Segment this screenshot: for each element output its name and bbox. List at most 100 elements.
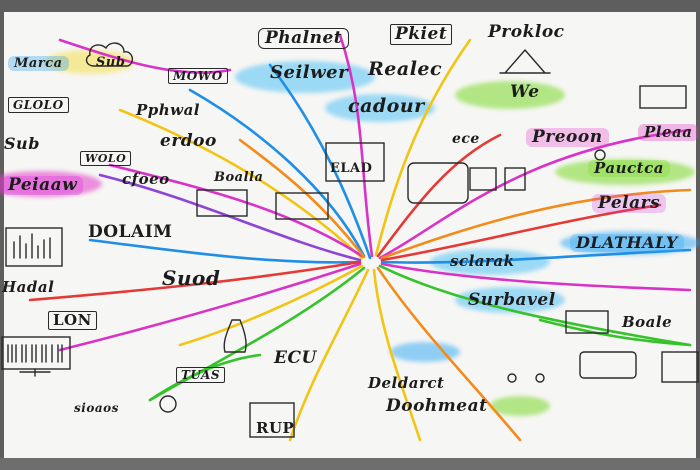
branch-magenta-right bbox=[378, 128, 692, 260]
word-glolo: GLOLO bbox=[8, 97, 69, 113]
branch-yellow-bottom bbox=[372, 268, 422, 442]
word-mowo: MOWO bbox=[168, 68, 228, 84]
branch-red-right bbox=[376, 133, 502, 258]
cloud-green-pauctca bbox=[555, 159, 695, 185]
branch-green-right bbox=[378, 264, 692, 347]
sketch-dot-1 bbox=[594, 149, 606, 161]
branch-blue-top bbox=[268, 63, 372, 260]
sketch-right-box bbox=[407, 162, 469, 204]
branch-yellow-bottom-left bbox=[288, 268, 370, 442]
word-surbavel: Surbavel bbox=[468, 290, 556, 310]
branch-red-right-mid bbox=[380, 203, 662, 262]
branch-orange-bottom bbox=[376, 266, 522, 442]
sketch-bottom-right-box bbox=[579, 351, 637, 379]
word-deldarct: Deldarct bbox=[368, 374, 445, 392]
sketch-cloud bbox=[85, 42, 134, 67]
word-seilwer: Seilwer bbox=[270, 62, 349, 83]
cloud-blue-cadour bbox=[325, 94, 435, 122]
branch-magenta-right-low bbox=[380, 262, 692, 292]
board-tray bbox=[0, 458, 700, 470]
cloud-blue-bottom bbox=[390, 342, 460, 362]
branch-yellow-top bbox=[374, 38, 472, 257]
word-phalnet: Phalnet bbox=[258, 28, 350, 49]
word-realec: Realec bbox=[368, 58, 443, 80]
sketch-right-top-box bbox=[639, 85, 687, 109]
cloud-blue-dlathaly bbox=[560, 231, 700, 255]
marker-branches bbox=[28, 33, 692, 442]
word-cadour: cadour bbox=[348, 95, 425, 117]
sketch-dot-4 bbox=[159, 395, 177, 413]
cloud-blue-surbavel bbox=[455, 287, 565, 313]
cloud-blue-top bbox=[235, 61, 375, 93]
word-pphwal: Pphwal bbox=[136, 101, 201, 119]
word-suod: Suod bbox=[162, 266, 221, 290]
word-we: We bbox=[510, 82, 540, 102]
branch-blue-left-top bbox=[188, 88, 366, 258]
sketch-center-box bbox=[325, 142, 385, 182]
sketch-left-box-2 bbox=[275, 192, 329, 220]
word-boale: Boale bbox=[622, 313, 673, 331]
word-lon: LON bbox=[48, 311, 97, 330]
sketch-dot-3 bbox=[535, 373, 545, 383]
branch-green-far-right bbox=[538, 318, 692, 347]
word-erdoo: erdoo bbox=[160, 131, 217, 151]
word-pauctca: Pauctca bbox=[588, 160, 670, 177]
sketch-small-box-2 bbox=[504, 167, 526, 191]
branch-orange-right bbox=[380, 188, 692, 260]
word-wolo: WOLO bbox=[80, 151, 132, 166]
sketch-chart-bars bbox=[13, 233, 51, 259]
sketch-barcode-lines bbox=[7, 344, 63, 363]
sketch-left-box bbox=[196, 189, 248, 217]
branch-red-left bbox=[28, 260, 362, 302]
word-hadal: Hadal bbox=[2, 278, 55, 296]
sketch-barcode-box bbox=[1, 336, 71, 370]
word-peiaaw: Peiaaw bbox=[2, 176, 84, 195]
cloud-green-bottom bbox=[490, 396, 550, 416]
sketch-small-box-1 bbox=[469, 167, 497, 191]
word-prokloc: Prokloc bbox=[488, 22, 565, 42]
word-marca: Marca bbox=[8, 56, 69, 71]
word-dlathaly: DLATHALY bbox=[570, 234, 684, 252]
branch-blue-left bbox=[88, 238, 362, 264]
sketch-person bbox=[223, 319, 247, 353]
word-pleaa: Pleaa bbox=[638, 124, 699, 141]
word-preoon: Preoon bbox=[526, 128, 609, 147]
branch-yellow-left-low bbox=[178, 264, 364, 347]
sketch-dot-2 bbox=[507, 373, 517, 383]
sketch-mid-box bbox=[565, 310, 609, 334]
branch-yellow-left bbox=[118, 108, 364, 260]
word-rup: RUP bbox=[256, 419, 295, 437]
word-tuas: TUAS bbox=[176, 367, 226, 383]
word-ece: ece bbox=[452, 131, 480, 147]
sketch-bottom-right-box-2 bbox=[661, 351, 699, 383]
word-boalla: Boalla bbox=[214, 170, 264, 185]
branch-magenta-left-low bbox=[58, 262, 362, 352]
sketches bbox=[1, 42, 699, 438]
word-pkiet: Pkiet bbox=[390, 24, 453, 45]
sketch-gear-box bbox=[249, 402, 295, 438]
word-dolaim: DOLAIM bbox=[88, 222, 173, 242]
word-sub-left: Sub bbox=[4, 134, 40, 153]
word-pelars: Pelars bbox=[592, 194, 667, 213]
sketch-chart-box bbox=[5, 227, 63, 267]
sketch-monitor-stand bbox=[19, 368, 51, 377]
branch-magenta-top bbox=[338, 33, 374, 258]
word-sub-top: Sub bbox=[96, 55, 126, 70]
highlighter-clouds bbox=[0, 50, 700, 416]
word-ecu: ECU bbox=[274, 348, 317, 368]
word-cfoeo: cfoeo bbox=[122, 170, 170, 188]
branch-magenta-top-left bbox=[58, 38, 232, 74]
cloud-pink-peiaaw bbox=[0, 171, 102, 197]
word-doohmeat: Doohmeat bbox=[386, 396, 488, 416]
branch-blue-right bbox=[380, 248, 692, 264]
word-sioaos: sioaos bbox=[74, 401, 119, 415]
word-sclarak: sclarak bbox=[450, 252, 515, 270]
word-elad: ELAD bbox=[330, 161, 373, 176]
branch-green-bottom bbox=[148, 353, 262, 402]
cloud-green-we bbox=[455, 81, 565, 109]
branch-orange-left bbox=[238, 138, 366, 259]
sketch-top-right-stand bbox=[499, 49, 551, 74]
branch-purple-left bbox=[98, 173, 362, 262]
